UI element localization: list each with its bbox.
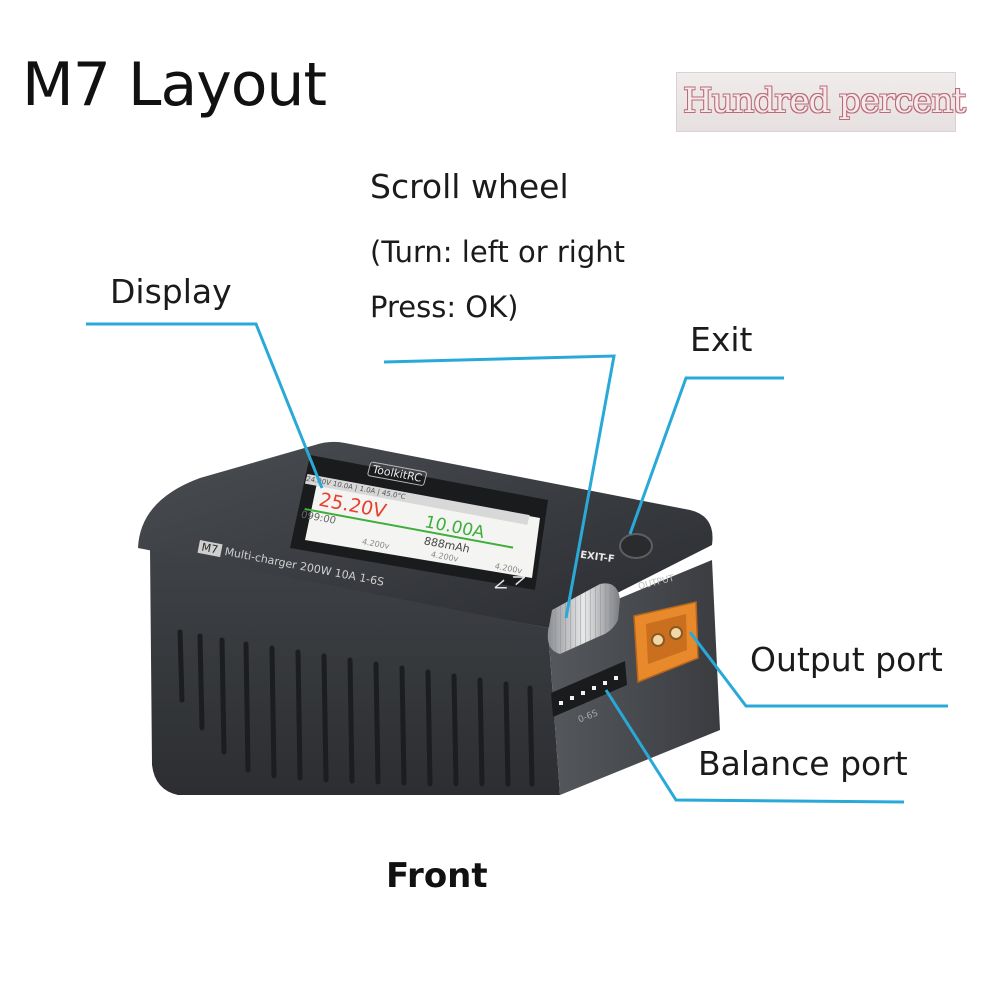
exit-button[interactable] [616, 528, 656, 564]
watermark-text: Hundred percent [683, 81, 966, 121]
balance-port[interactable] [545, 655, 635, 725]
callout-display: Display [110, 272, 232, 311]
view-caption: Front [386, 856, 488, 896]
output-port[interactable] [630, 598, 702, 688]
scroll-wheel[interactable] [540, 580, 630, 660]
callout-scroll-wheel: Scroll wheel [370, 167, 569, 206]
callout-scroll-press: Press: OK) [370, 290, 519, 324]
diagram-title: M7 Layout [22, 50, 327, 120]
cell-1-voltage: 4.200v [361, 537, 391, 551]
callout-exit: Exit [690, 320, 753, 359]
vent-slots [177, 629, 535, 787]
callout-scroll-turn: (Turn: left or right [370, 235, 625, 269]
watermark-logo: Hundred percent [676, 72, 966, 132]
